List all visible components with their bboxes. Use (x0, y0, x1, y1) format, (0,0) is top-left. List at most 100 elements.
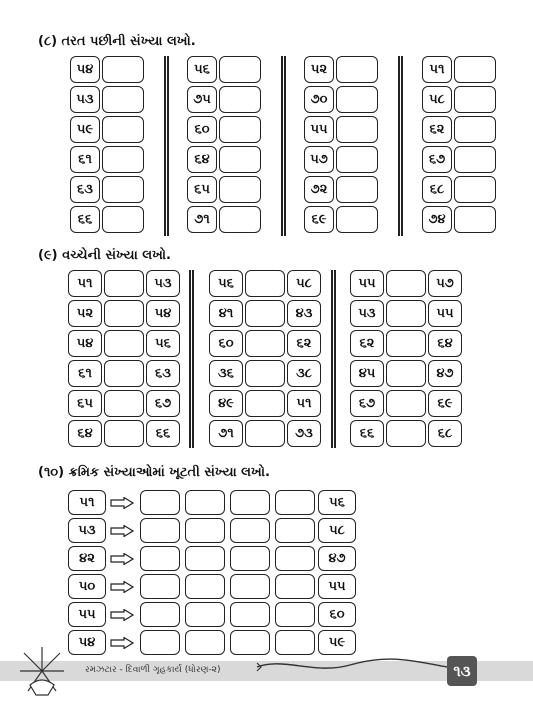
answer-box[interactable] (386, 270, 426, 297)
answer-box[interactable] (104, 300, 144, 327)
sparkle-decoration-icon (20, 647, 64, 696)
given-number: ૫૫ (350, 270, 384, 297)
answer-box[interactable] (185, 574, 225, 599)
answer-box[interactable] (230, 630, 270, 655)
answer-box[interactable] (185, 546, 225, 571)
end-number: ૫૬ (318, 490, 356, 515)
answer-box[interactable] (386, 390, 426, 417)
answer-box[interactable] (336, 176, 378, 203)
answer-box[interactable] (336, 146, 378, 173)
arrow-right-icon (110, 637, 134, 649)
answer-box[interactable] (219, 56, 261, 83)
section-10-title: (૧૦) ક્રમિક સંખ્યાઓમાં ખૂટતી સંખ્યા લખો. (38, 465, 270, 480)
answer-box[interactable] (386, 420, 426, 447)
answer-box[interactable] (275, 630, 315, 655)
answer-box[interactable] (336, 86, 378, 113)
answer-box[interactable] (185, 518, 225, 543)
answer-box[interactable] (245, 390, 285, 417)
answer-box[interactable] (140, 490, 180, 515)
answer-box[interactable] (454, 206, 496, 233)
answer-box[interactable] (219, 206, 261, 233)
given-number: ૫૮ (422, 86, 452, 113)
answer-box[interactable] (219, 146, 261, 173)
answer-box[interactable] (104, 420, 144, 447)
given-number: ૫૨ (304, 56, 334, 83)
answer-box[interactable] (275, 518, 315, 543)
start-number: ૫૩ (68, 518, 106, 543)
given-number: ૬૫ (187, 176, 217, 203)
answer-box[interactable] (104, 330, 144, 357)
given-number: ૬૩ (70, 176, 100, 203)
given-number: ૫૨ (68, 300, 102, 327)
answer-box[interactable] (102, 146, 144, 173)
given-number: ૫૪ (70, 56, 100, 83)
answer-box[interactable] (230, 490, 270, 515)
given-number: ૪૩ (287, 300, 321, 327)
answer-box[interactable] (275, 602, 315, 627)
given-number: ૬૨ (422, 116, 452, 143)
answer-box[interactable] (245, 420, 285, 447)
given-number: ૭૨ (304, 176, 334, 203)
given-number: ૫૯ (70, 116, 100, 143)
answer-box[interactable] (454, 56, 496, 83)
answer-box[interactable] (245, 300, 285, 327)
answer-box[interactable] (336, 56, 378, 83)
answer-box[interactable] (386, 300, 426, 327)
answer-box[interactable] (245, 330, 285, 357)
arrow-right-icon (110, 553, 134, 565)
answer-box[interactable] (386, 330, 426, 357)
answer-box[interactable] (230, 518, 270, 543)
answer-box[interactable] (454, 176, 496, 203)
answer-box[interactable] (140, 630, 180, 655)
answer-box[interactable] (140, 602, 180, 627)
answer-box[interactable] (185, 490, 225, 515)
answer-box[interactable] (275, 574, 315, 599)
given-number: ૬૯ (304, 206, 334, 233)
given-number: ૩૮ (287, 360, 321, 387)
answer-box[interactable] (230, 546, 270, 571)
given-number: ૬૫ (68, 390, 102, 417)
answer-box[interactable] (185, 602, 225, 627)
given-number: ૬૯ (428, 390, 462, 417)
given-number: ૪૫ (350, 360, 384, 387)
answer-box[interactable] (102, 206, 144, 233)
answer-box[interactable] (102, 56, 144, 83)
answer-box[interactable] (219, 116, 261, 143)
given-number: ૬૦ (187, 116, 217, 143)
answer-box[interactable] (140, 574, 180, 599)
given-number: ૭૧ (187, 206, 217, 233)
answer-box[interactable] (230, 602, 270, 627)
answer-box[interactable] (454, 116, 496, 143)
answer-box[interactable] (454, 146, 496, 173)
answer-box[interactable] (275, 490, 315, 515)
given-number: ૭૦ (304, 86, 334, 113)
given-number: ૪૧ (209, 300, 243, 327)
given-number: ૫૬ (146, 330, 180, 357)
answer-box[interactable] (140, 546, 180, 571)
given-number: ૭૧ (209, 420, 243, 447)
answer-box[interactable] (102, 116, 144, 143)
answer-box[interactable] (219, 176, 261, 203)
answer-box[interactable] (104, 390, 144, 417)
answer-box[interactable] (185, 630, 225, 655)
answer-box[interactable] (102, 86, 144, 113)
given-number: ૫૪ (146, 300, 180, 327)
answer-box[interactable] (102, 176, 144, 203)
answer-box[interactable] (230, 574, 270, 599)
answer-box[interactable] (275, 546, 315, 571)
answer-box[interactable] (386, 360, 426, 387)
answer-box[interactable] (336, 116, 378, 143)
answer-box[interactable] (336, 206, 378, 233)
answer-box[interactable] (219, 86, 261, 113)
answer-box[interactable] (104, 270, 144, 297)
answer-box[interactable] (245, 360, 285, 387)
answer-box[interactable] (245, 270, 285, 297)
answer-box[interactable] (140, 518, 180, 543)
end-number: ૫૮ (318, 518, 356, 543)
answer-box[interactable] (454, 86, 496, 113)
given-number: ૬૮ (428, 420, 462, 447)
given-number: ૫૭ (304, 146, 334, 173)
section-8-title: (૮) તરત પછીની સંખ્યા લખો. (38, 34, 196, 49)
fuse-line-decoration (256, 658, 448, 672)
answer-box[interactable] (104, 360, 144, 387)
